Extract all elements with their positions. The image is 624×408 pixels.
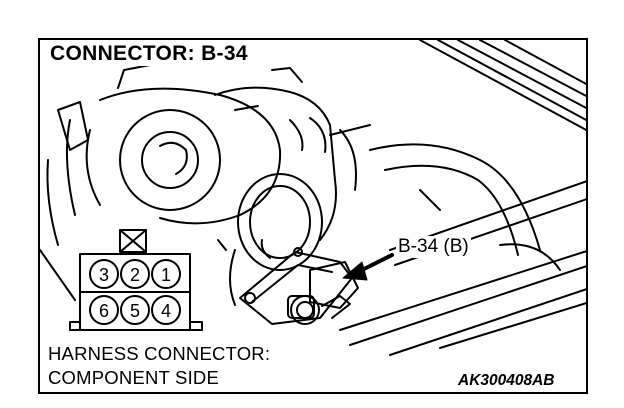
pin-1-cell (151, 259, 181, 289)
iac-valve (239, 239, 359, 325)
arrow-head (342, 261, 368, 281)
caption-line-1: HARNESS CONNECTOR: (46, 343, 273, 365)
pin-4-cell (151, 295, 181, 325)
figure-code: AK300408AB (456, 372, 557, 390)
pin-5-cell (120, 295, 150, 325)
hose-lines-top-right (419, 40, 586, 131)
pin-label: 1 (161, 265, 171, 285)
diagram-frame: 3 2 1 6 5 4 CONNECTOR: B-34 B-34 (B) HAR… (38, 38, 588, 394)
component-callout-label: B-34 (B) (396, 236, 471, 258)
pin-3-cell (89, 259, 119, 289)
pin-label: 3 (99, 265, 109, 285)
pin-label: 2 (130, 265, 140, 285)
pin-2-cell (120, 259, 150, 289)
engine-illustration: 3 2 1 6 5 4 (40, 40, 586, 356)
pin-label: 4 (161, 301, 171, 321)
throttle-body (40, 64, 282, 301)
connector-title: CONNECTOR: B-34 (48, 42, 250, 66)
connector-pinout (69, 229, 203, 331)
pin-label: 5 (130, 301, 140, 321)
pin-6-cell (89, 295, 119, 325)
intake-boot (214, 67, 371, 306)
connector-lock (119, 229, 147, 253)
pin-label: 6 (99, 301, 109, 321)
caption-line-2: COMPONENT SIDE (46, 367, 222, 389)
